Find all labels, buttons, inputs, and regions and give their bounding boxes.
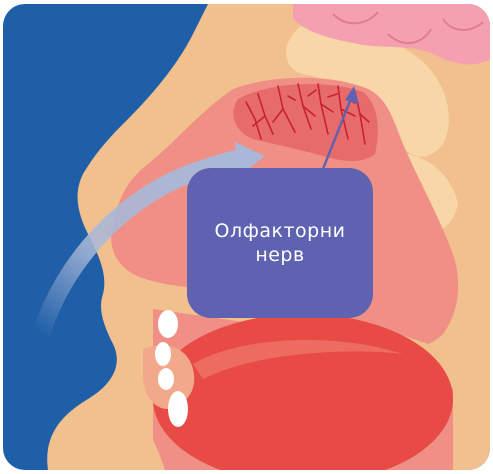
olfactory-nerve-label: Олфакторни нерв <box>215 219 346 267</box>
olfaction-diagram: Олфакторни нерв <box>3 4 490 470</box>
olfactory-nerve-label-box: Олфакторни нерв <box>187 168 373 318</box>
